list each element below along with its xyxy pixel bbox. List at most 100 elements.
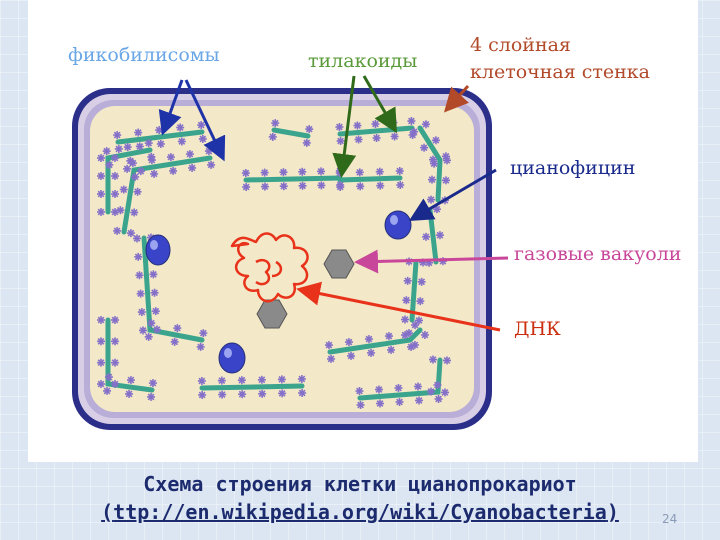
- phycobilisome: [298, 181, 307, 190]
- phycobilisome: [196, 342, 205, 351]
- phycobilisome: [97, 380, 105, 388]
- phycobilisome: [151, 307, 160, 316]
- phycobilisome: [185, 150, 194, 159]
- phycobilisome: [133, 187, 142, 196]
- phycobilisome: [422, 232, 431, 241]
- phycobilisome: [260, 168, 269, 177]
- phycobilisome: [169, 166, 178, 175]
- phycobilisome: [135, 271, 144, 280]
- phycobilisome: [416, 297, 425, 306]
- label-thylakoids: тилакоиды: [308, 50, 418, 72]
- cyanophycin-granule: [145, 234, 171, 266]
- phycobilisome: [434, 394, 443, 403]
- thylakoid: [357, 357, 443, 401]
- phycobilisome: [137, 308, 146, 317]
- phycobilisome: [371, 120, 380, 129]
- phycobilisome: [147, 156, 156, 165]
- label-phycobilisomes: фикобилисомы: [68, 44, 220, 66]
- phycobilisome: [97, 358, 105, 367]
- phycobilisome: [395, 167, 404, 176]
- phycobilisome: [413, 382, 422, 391]
- thylakoid-membranes: [105, 125, 443, 401]
- phycobilisome: [387, 345, 396, 354]
- phycobilisome: [257, 375, 266, 384]
- phycobilisome: [134, 252, 143, 261]
- phycobilisome: [116, 206, 125, 215]
- phycobilisome: [111, 358, 119, 367]
- phycobilisome: [442, 156, 451, 165]
- phycobilisome: [113, 226, 122, 235]
- phycobilisome: [144, 139, 153, 148]
- phycobilisome: [268, 132, 277, 141]
- phycobilisome: [123, 164, 132, 173]
- phycobilisome: [97, 172, 105, 180]
- phycobilisome: [384, 332, 393, 341]
- phycobilisome: [103, 386, 112, 395]
- phycobilisome: [271, 119, 280, 128]
- phycobilisome: [355, 168, 364, 177]
- label-gas-vacuoles: газовые вакуоли: [514, 243, 682, 265]
- phycobilisome: [150, 288, 159, 297]
- phycobilisome: [395, 397, 404, 406]
- phycobilisome: [364, 335, 373, 344]
- phycobilisome: [111, 154, 119, 162]
- phycobilisome: [335, 123, 344, 132]
- arrow-cell-wall: [443, 84, 470, 113]
- label-cyanophycin: цианофицин: [510, 157, 636, 179]
- dna-nucleoid: [230, 232, 309, 303]
- phycobilisome: [354, 135, 363, 144]
- phycobilisome: [218, 390, 227, 399]
- phycobilisome: [111, 172, 119, 180]
- phycobilisome: [156, 139, 165, 148]
- phycobilisome: [402, 296, 411, 305]
- thylakoid: [121, 155, 213, 235]
- phycobilisome: [188, 163, 197, 172]
- phycobilisome: [111, 337, 119, 346]
- phycobilisome: [440, 388, 449, 397]
- phycobilisome: [428, 175, 437, 184]
- phycobilisome: [170, 337, 179, 346]
- phycobilisome: [302, 138, 311, 147]
- phycobilisome: [144, 332, 153, 341]
- arrow-phycobilisomes: [184, 79, 226, 162]
- phycobilisome: [111, 316, 119, 324]
- phycobilisome: [197, 377, 206, 386]
- phycobilisome: [152, 325, 161, 334]
- phycobilisome: [317, 167, 326, 176]
- thylakoid: [199, 383, 305, 391]
- phycobilisome: [417, 277, 426, 286]
- arrow-thylakoids: [362, 75, 397, 134]
- phycobilisome: [278, 389, 287, 398]
- phycobilisome: [277, 375, 286, 384]
- caption-title: Схема строения клетки цианопрокариот: [143, 472, 577, 496]
- phycobilisome: [279, 182, 288, 191]
- phycobilisome: [136, 289, 145, 298]
- arrow-phycobilisomes: [158, 79, 184, 136]
- phycobilisome: [204, 147, 213, 156]
- phycobilisome: [135, 142, 144, 151]
- phycobilisome: [207, 160, 216, 169]
- phycobilisome: [150, 169, 159, 178]
- phycobilisome: [376, 181, 385, 190]
- gas-vacuole: [256, 299, 288, 329]
- phycobilisome: [356, 182, 365, 191]
- phycobilisome: [133, 234, 142, 243]
- phycobilisome: [131, 172, 140, 181]
- phycobilisome: [136, 167, 145, 176]
- phycobilisome: [105, 160, 114, 169]
- thylakoid: [327, 327, 423, 355]
- phycobilisome: [155, 126, 164, 135]
- phycobilisome: [237, 376, 246, 385]
- phycobilisome: [176, 123, 185, 132]
- phycobilisome: [410, 127, 419, 136]
- source-link[interactable]: ttp://en.wikipedia.org/wiki/Cyanobacteri…: [113, 500, 607, 524]
- phycobilisome: [390, 132, 399, 141]
- phycobilisome: [102, 147, 111, 156]
- phycobilisome: [134, 128, 143, 137]
- phycobilisome: [298, 388, 307, 397]
- phycobilisome: [324, 341, 333, 350]
- caption-source: (ttp://en.wikipedia.org/wiki/Cyanobacter…: [0, 500, 720, 524]
- phycobilisome: [114, 144, 123, 153]
- phycobilisome: [166, 153, 175, 162]
- label-cell-wall: 4 слойная клеточная стенка: [470, 34, 650, 83]
